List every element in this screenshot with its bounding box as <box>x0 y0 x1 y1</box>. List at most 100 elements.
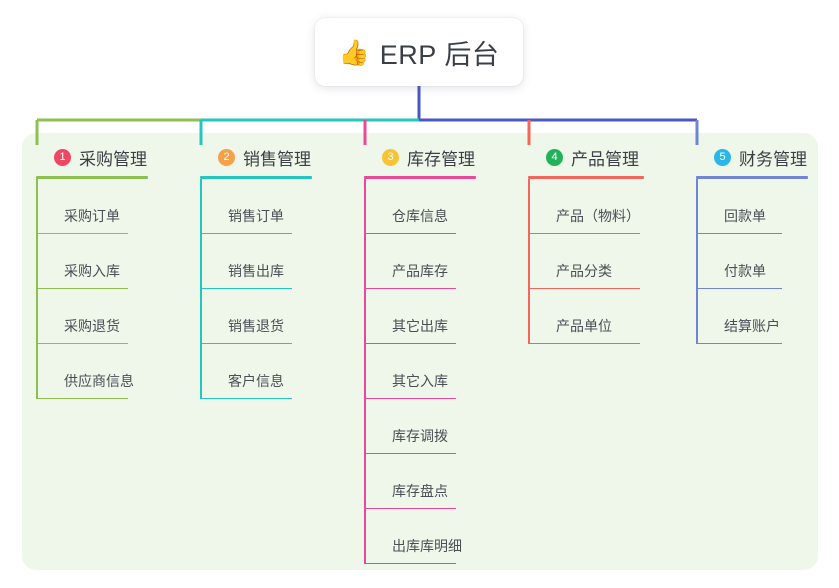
branch-column-4: 4 产品管理产品（物料） 产品分类产品单位 <box>528 145 644 344</box>
branch-item[interactable]: 销售退货 <box>200 289 312 344</box>
branch-item[interactable]: 客户信息 <box>200 344 312 399</box>
branch-column-5: 5 财务管理回款单付款单结算账户 <box>696 145 808 344</box>
branch-item[interactable]: 出库库明细 <box>364 509 476 564</box>
branch-item-list-3: 仓库信息产品库存其它出库其它入库库存调拨库存盘点出库库明细 <box>364 179 476 564</box>
branch-item-rule <box>364 562 456 564</box>
branch-item-rule <box>696 342 782 344</box>
branch-column-2: 2 销售管理销售订单销售出库销售退货客户信息 <box>200 145 312 399</box>
branch-item-list-1: 采购订单采购入库采购退货供应商信息 <box>36 179 148 399</box>
branch-item-rule <box>528 232 640 234</box>
branch-item[interactable]: 仓库信息 <box>364 179 476 234</box>
branch-badge-3: 3 <box>382 148 399 166</box>
branch-item-label: 其它出库 <box>392 318 448 334</box>
branch-item-rule <box>528 287 640 289</box>
branch-item[interactable]: 付款单 <box>696 234 808 289</box>
branch-item-label: 采购入库 <box>64 263 120 279</box>
branch-item-label: 产品（物料） <box>556 208 640 224</box>
branch-item[interactable]: 采购订单 <box>36 179 148 234</box>
branch-title-1: 采购管理 <box>79 149 147 169</box>
branch-item-label: 付款单 <box>724 263 766 279</box>
branch-item-rule <box>36 287 128 289</box>
branch-badge-4: 4 <box>546 148 563 166</box>
branch-item-label: 采购退货 <box>64 318 120 334</box>
branch-item-rule <box>364 287 456 289</box>
branch-item-list-2: 销售订单销售出库销售退货客户信息 <box>200 179 312 399</box>
branch-item-label: 回款单 <box>724 208 766 224</box>
branch-header-rule-3 <box>364 176 476 179</box>
branch-item[interactable]: 销售出库 <box>200 234 312 289</box>
branch-header-2[interactable]: 2 销售管理 <box>200 145 312 169</box>
branch-item-rule <box>528 342 640 344</box>
branch-title-5: 财务管理 <box>739 149 807 169</box>
branch-item-label: 产品分类 <box>556 263 612 279</box>
branch-item-label: 产品单位 <box>556 318 612 334</box>
branch-header-5[interactable]: 5 财务管理 <box>696 145 808 169</box>
branch-item[interactable]: 供应商信息 <box>36 344 148 399</box>
branch-item-rule <box>36 397 128 399</box>
branch-item-rule <box>200 342 292 344</box>
branch-item-rule <box>696 287 782 289</box>
branch-item-rule <box>364 232 456 234</box>
branch-title-2: 销售管理 <box>243 149 311 169</box>
branch-item-rule <box>200 397 292 399</box>
branch-item[interactable]: 产品库存 <box>364 234 476 289</box>
branch-title-4: 产品管理 <box>571 149 639 169</box>
branch-item[interactable]: 产品（物料） <box>528 179 644 234</box>
branch-item-label: 供应商信息 <box>64 373 134 389</box>
branch-badge-5: 5 <box>714 148 731 166</box>
branch-item-label: 结算账户 <box>724 318 780 334</box>
branch-item[interactable]: 其它出库 <box>364 289 476 344</box>
branch-item-rule <box>696 232 782 234</box>
branch-item-rule <box>200 287 292 289</box>
branch-item-label: 库存盘点 <box>392 483 448 499</box>
branch-spine-1 <box>36 179 38 399</box>
branch-header-1[interactable]: 1 采购管理 <box>36 145 148 169</box>
branch-item[interactable]: 其它入库 <box>364 344 476 399</box>
branch-item[interactable]: 库存调拨 <box>364 399 476 454</box>
branch-item-label: 仓库信息 <box>392 208 448 224</box>
branch-item-label: 客户信息 <box>228 373 284 389</box>
branch-item[interactable]: 产品分类 <box>528 234 644 289</box>
branch-column-1: 1 采购管理采购订单采购入库采购退货供应商信息 <box>36 145 148 399</box>
branch-item[interactable]: 结算账户 <box>696 289 808 344</box>
branch-header-3[interactable]: 3 库存管理 <box>364 145 476 169</box>
branch-item-rule <box>200 232 292 234</box>
branch-item-label: 采购订单 <box>64 208 120 224</box>
branch-item-label: 其它入库 <box>392 373 448 389</box>
branch-header-4[interactable]: 4 产品管理 <box>528 145 644 169</box>
branch-item[interactable]: 产品单位 <box>528 289 644 344</box>
branch-item-label: 销售退货 <box>228 318 284 334</box>
branch-header-rule-5 <box>696 176 808 179</box>
branch-item[interactable]: 回款单 <box>696 179 808 234</box>
diagram-panel <box>22 133 818 570</box>
branch-item-rule <box>364 507 456 509</box>
branch-item[interactable]: 库存盘点 <box>364 454 476 509</box>
branch-item[interactable]: 采购入库 <box>36 234 148 289</box>
branch-item-label: 销售出库 <box>228 263 284 279</box>
root-title: ERP 后台 <box>379 39 500 70</box>
branch-item[interactable]: 采购退货 <box>36 289 148 344</box>
branch-item-rule <box>364 342 456 344</box>
branch-item-rule <box>364 397 456 399</box>
branch-item-label: 销售订单 <box>228 208 284 224</box>
branch-title-3: 库存管理 <box>407 149 475 169</box>
branch-item-rule <box>364 452 456 454</box>
branch-column-3: 3 库存管理仓库信息产品库存其它出库其它入库库存调拨库存盘点出库库明细 <box>364 145 476 564</box>
branch-item[interactable]: 销售订单 <box>200 179 312 234</box>
branch-spine-2 <box>200 179 202 399</box>
branch-badge-1: 1 <box>54 148 71 166</box>
branch-spine-4 <box>528 179 530 344</box>
branch-item-list-4: 产品（物料） 产品分类产品单位 <box>528 179 644 344</box>
root-node[interactable]: 👍 ERP 后台 <box>315 18 523 86</box>
branch-header-rule-1 <box>36 176 148 179</box>
branch-item-list-5: 回款单付款单结算账户 <box>696 179 808 344</box>
branch-spine-3 <box>364 179 366 564</box>
branch-header-rule-2 <box>200 176 312 179</box>
branch-item-rule <box>36 232 128 234</box>
branch-badge-2: 2 <box>218 148 235 166</box>
branch-item-rule <box>36 342 128 344</box>
branch-item-label: 产品库存 <box>392 263 448 279</box>
branch-header-rule-4 <box>528 176 644 179</box>
